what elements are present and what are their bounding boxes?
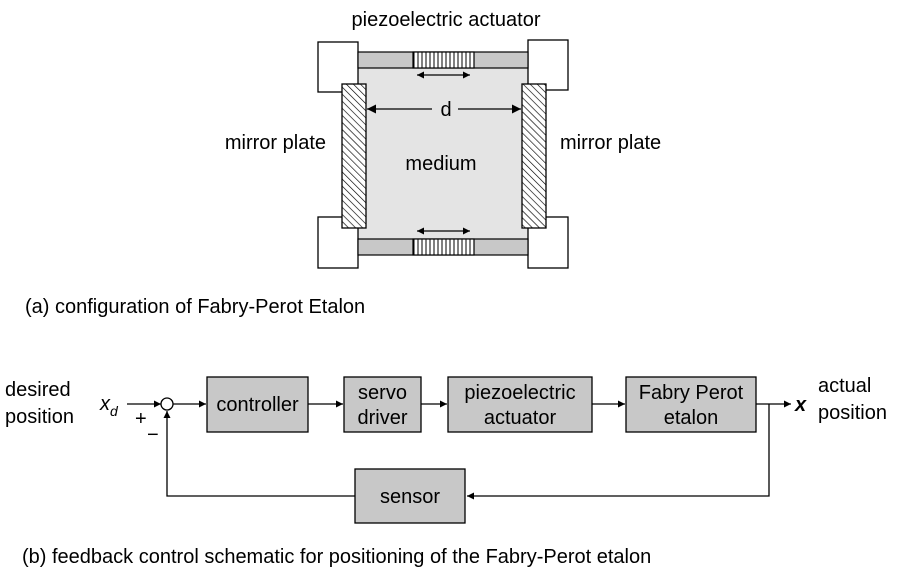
sensor-label: sensor (380, 486, 440, 508)
medium-label: medium (405, 153, 476, 175)
corner-block-top-left (317, 41, 359, 93)
output-label-line2: position (818, 402, 887, 424)
summing-junction (160, 397, 174, 411)
fabry-perot-label-line2: etalon (664, 407, 719, 429)
fabry-perot-label-line1: Fabry Perot (639, 382, 744, 404)
plus-sign: + (135, 408, 147, 430)
servo-driver-label-line1: servo (358, 382, 407, 404)
input-label-line1: desired (5, 379, 71, 401)
fabry-perot-block (625, 376, 757, 433)
bottom-piezo-element (412, 238, 475, 256)
controller-block (206, 376, 309, 433)
mirror-plate-left (341, 83, 367, 229)
input-label-line2: position (5, 406, 74, 428)
gap-label: d (440, 99, 451, 121)
piezo-actuator-label-line2: actuator (484, 407, 557, 429)
actuator-label: piezoelectric actuator (352, 9, 541, 31)
servo-driver-block (343, 376, 422, 433)
mirror-plate-right-label: mirror plate (560, 132, 661, 154)
minus-sign: − (147, 424, 159, 446)
medium-region (354, 63, 531, 241)
caption-a: (a) configuration of Fabry-Perot Etalon (25, 296, 365, 318)
piezo-actuator-block (447, 376, 593, 433)
top-piezo-element (412, 51, 475, 69)
mirror-plate-left-label: mirror plate (225, 132, 326, 154)
output-label-line1: actual (818, 375, 871, 397)
corner-block-top-right (527, 39, 569, 91)
caption-b: (b) feedback control schematic for posit… (22, 546, 651, 568)
feedback-path-to-junction (163, 411, 355, 497)
etalon-configuration: d medium piezoelectric actuator mirror p… (25, 9, 661, 318)
input-symbol: xd (99, 393, 119, 419)
servo-driver-label-line2: driver (357, 407, 407, 429)
controller-label: controller (216, 394, 299, 416)
piezo-actuator-label-line1: piezoelectric (464, 382, 575, 404)
feedback-schematic: desired position xd + − controller servo… (5, 375, 887, 568)
output-symbol: x (794, 394, 807, 416)
feedback-path-to-sensor (467, 404, 770, 500)
mirror-plate-right (521, 83, 547, 229)
